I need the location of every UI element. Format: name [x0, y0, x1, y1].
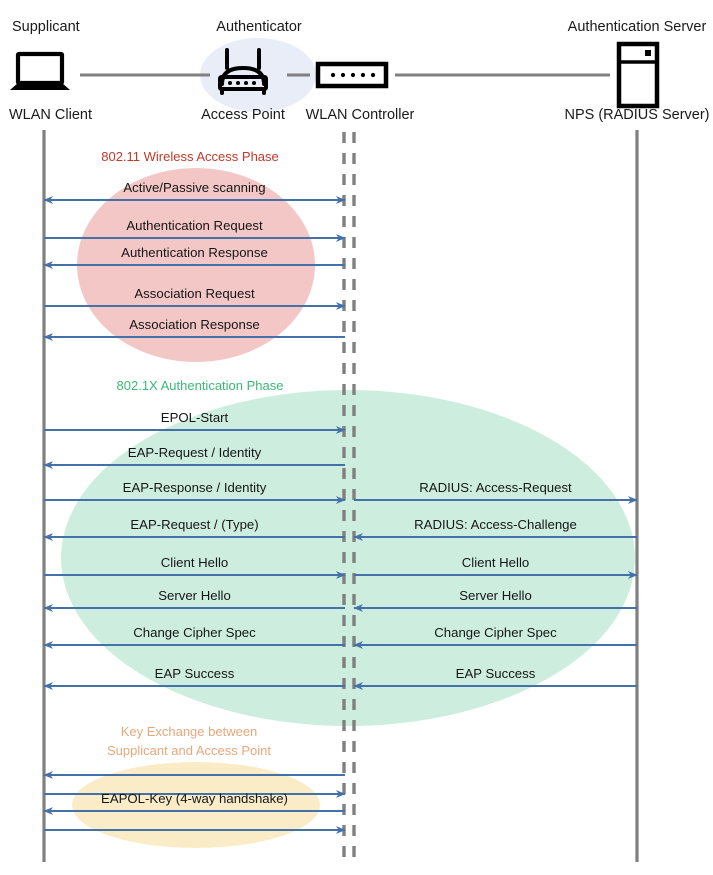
- actor-role-supplicant: Supplicant: [12, 19, 80, 35]
- laptop-icon: [15, 51, 65, 86]
- message-label-left-5: EPOL-Start: [160, 410, 229, 425]
- actor-name-wlan-client: WLAN Client: [9, 107, 92, 123]
- message-label-left-8: EAP-Request / (Type): [130, 517, 259, 532]
- message-label-right-3: Server Hello: [459, 588, 532, 603]
- message-label-right-1: RADIUS: Access-Challenge: [414, 517, 577, 532]
- message-label-left-6: EAP-Request / Identity: [127, 445, 262, 460]
- phase-ellipse-key-exchange: [72, 762, 320, 848]
- message-label-left-1: Authentication Request: [126, 218, 263, 233]
- message-label-left-11: Change Cipher Spec: [133, 625, 256, 640]
- actor-name-nps-radius-server: NPS (RADIUS Server): [564, 107, 710, 123]
- phase-label-key-exchange: Key Exchange between Supplicant and Acce…: [107, 722, 271, 760]
- actor-role-authenticator: Authenticator: [216, 19, 302, 35]
- actor-name-wlan-controller: WLAN Controller: [305, 107, 415, 123]
- message-label-left-10: Server Hello: [158, 588, 231, 603]
- actor-role-authentication-server: Authentication Server: [567, 19, 707, 35]
- actor-name-access-point: Access Point: [201, 107, 285, 123]
- network-switch-icon: [315, 61, 389, 89]
- message-label-right-2: Client Hello: [461, 555, 530, 570]
- wireless-router-leds: [228, 81, 256, 85]
- message-label-left-2: Authentication Response: [121, 245, 268, 260]
- message-label-left-4: Association Response: [129, 317, 260, 332]
- message-label-right-5: EAP Success: [455, 666, 536, 681]
- arrows-authenticator-server: [353, 496, 638, 690]
- phase-label-key-exchange-line2: Supplicant and Access Point: [106, 743, 272, 758]
- laptop-base: [10, 83, 70, 90]
- phase-label-key-exchange-line1: Key Exchange between: [120, 724, 258, 739]
- arrows-supplicant-authenticator: [43, 196, 346, 834]
- message-label-left-15: EAPOL-Key (4-way handshake): [101, 791, 288, 806]
- phase-label-80211: 802.11 Wireless Access Phase: [101, 149, 279, 164]
- phase-ellipse-8021x: [61, 390, 635, 726]
- message-label-right-0: RADIUS: Access-Request: [419, 480, 572, 495]
- message-label-right-4: Change Cipher Spec: [434, 625, 557, 640]
- message-label-left-12: EAP Success: [154, 666, 235, 681]
- message-label-left-9: Client Hello: [160, 555, 229, 570]
- message-label-left-7: EAP-Response / Identity: [122, 480, 267, 495]
- message-label-left-3: Association Request: [134, 286, 255, 301]
- message-label-left-0: Active/Passive scanning: [123, 180, 266, 195]
- server-rack-icon: [616, 41, 660, 109]
- wireless-router-icon: [218, 48, 268, 95]
- phase-label-8021x: 802.1X Authentication Phase: [116, 378, 284, 393]
